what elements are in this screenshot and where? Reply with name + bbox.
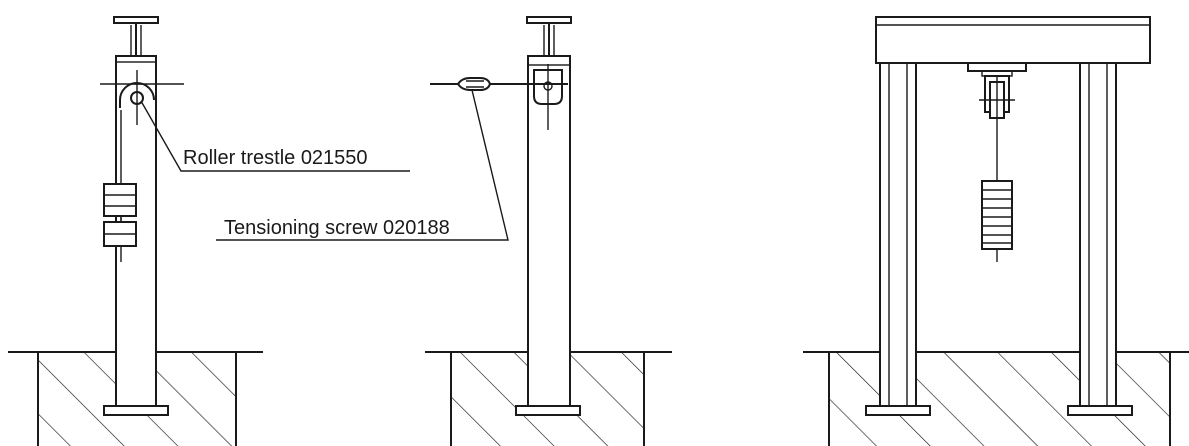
hand-wheel-2	[526, 16, 572, 56]
base-plate-1	[103, 405, 169, 416]
left-frame-post	[865, 62, 931, 416]
tensioning-screw	[430, 77, 568, 91]
leader-roller-trestle	[140, 100, 410, 172]
top-beam	[875, 16, 1151, 64]
weight-stack-3	[981, 180, 1013, 250]
roller-trestle-pulley	[100, 70, 184, 125]
hand-wheel-1	[113, 16, 159, 56]
foundation-pit-3	[803, 351, 1189, 446]
weight-stack-1	[103, 183, 137, 247]
post-column-2	[527, 55, 571, 409]
right-frame-post	[1067, 62, 1133, 416]
label-tensioning-screw: Tensioning screw 020188	[224, 217, 450, 239]
base-plate-2	[515, 405, 581, 416]
view-2-tensioning-screw-post: Tensioning screw 020188	[216, 16, 672, 446]
view-3-portal-frame	[803, 16, 1189, 446]
label-roller-trestle: Roller trestle 021550	[183, 147, 368, 169]
leader-tensioning-screw	[216, 89, 509, 241]
view-1-roller-trestle-post: Roller trestle 021550	[8, 16, 410, 446]
clamp-bracket	[533, 64, 563, 130]
pulley-assembly	[967, 62, 1027, 119]
